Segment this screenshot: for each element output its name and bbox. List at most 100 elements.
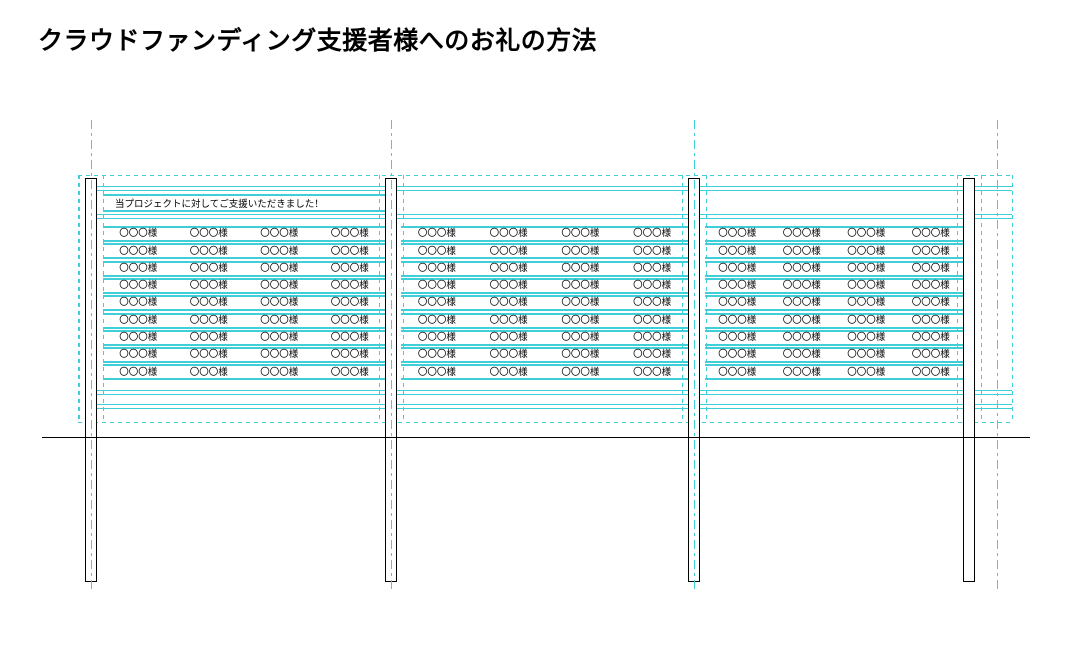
supporter-name-cell: 〇〇〇様 bbox=[417, 228, 456, 240]
post-4-dashed-edge-2 bbox=[981, 175, 982, 422]
supporter-name-cell: 〇〇〇様 bbox=[260, 228, 299, 240]
name-row-rail-top bbox=[705, 243, 963, 246]
supporter-name-cell: 〇〇〇様 bbox=[782, 280, 821, 292]
supporter-name-cell: 〇〇〇様 bbox=[417, 297, 456, 309]
name-row-rail-top bbox=[705, 364, 963, 367]
name-row-rail-bottom bbox=[705, 343, 963, 346]
header-rail-top bbox=[103, 194, 385, 196]
name-row: 〇〇〇様〇〇〇様〇〇〇様〇〇〇様 bbox=[401, 364, 688, 381]
supporter-name-cell: 〇〇〇様 bbox=[633, 349, 672, 361]
supporter-name-cell: 〇〇〇様 bbox=[260, 262, 299, 274]
supporter-name-cell: 〇〇〇様 bbox=[633, 332, 672, 344]
supporter-name-cell: 〇〇〇様 bbox=[489, 262, 528, 274]
post-3-dashed-edge-1 bbox=[682, 175, 683, 422]
supporter-name-cell: 〇〇〇様 bbox=[260, 314, 299, 326]
ground-line bbox=[42, 437, 1030, 439]
supporter-name-cell: 〇〇〇様 bbox=[489, 297, 528, 309]
name-row-rail-top bbox=[103, 226, 385, 228]
signboard-header-band: 当プロジェクトに対してご支援いただきました！ bbox=[103, 194, 385, 212]
supporter-name-cell: 〇〇〇様 bbox=[330, 297, 369, 309]
post-1-dashed-edge-1 bbox=[79, 175, 80, 422]
supporter-name-cell: 〇〇〇様 bbox=[847, 332, 886, 344]
supporter-name-cell: 〇〇〇様 bbox=[561, 245, 600, 257]
supporter-name-cell: 〇〇〇様 bbox=[189, 332, 228, 344]
extent-dashed-vertical-2 bbox=[1012, 175, 1013, 422]
supporter-name-cell: 〇〇〇様 bbox=[847, 366, 886, 378]
supporter-name-cell: 〇〇〇様 bbox=[330, 332, 369, 344]
name-row-rail-bottom bbox=[103, 326, 385, 329]
post-1-dashed-edge-2 bbox=[103, 175, 104, 422]
name-row: 〇〇〇様〇〇〇様〇〇〇様〇〇〇様 bbox=[103, 347, 385, 364]
supporter-name-cell: 〇〇〇様 bbox=[189, 366, 228, 378]
supporter-name-cell: 〇〇〇様 bbox=[260, 245, 299, 257]
name-row-rail-bottom bbox=[401, 257, 688, 260]
name-row: 〇〇〇様〇〇〇様〇〇〇様〇〇〇様 bbox=[103, 295, 385, 312]
extent-dashed-vertical-1 bbox=[78, 175, 79, 422]
name-row-rail-top bbox=[401, 364, 688, 367]
name-row: 〇〇〇様〇〇〇様〇〇〇様〇〇〇様 bbox=[401, 277, 688, 294]
name-row-rail-bottom bbox=[705, 326, 963, 329]
supporter-name-cell: 〇〇〇様 bbox=[260, 280, 299, 292]
name-row: 〇〇〇様〇〇〇様〇〇〇様〇〇〇様 bbox=[401, 347, 688, 364]
supporter-name-cell: 〇〇〇様 bbox=[718, 297, 757, 309]
name-row-rail-bottom bbox=[705, 274, 963, 277]
supporter-name-cell: 〇〇〇様 bbox=[417, 245, 456, 257]
name-row-rail-top bbox=[705, 277, 963, 280]
supporter-name-cell: 〇〇〇様 bbox=[847, 297, 886, 309]
name-row: 〇〇〇様〇〇〇様〇〇〇様〇〇〇様 bbox=[401, 295, 688, 312]
supporter-name-cell: 〇〇〇様 bbox=[718, 262, 757, 274]
name-row-rail-top bbox=[401, 243, 688, 246]
name-row-rail-bottom bbox=[103, 274, 385, 277]
supporter-name-cell: 〇〇〇様 bbox=[633, 366, 672, 378]
name-row: 〇〇〇様〇〇〇様〇〇〇様〇〇〇様 bbox=[103, 243, 385, 260]
name-row-rail-top bbox=[705, 347, 963, 350]
supporter-name-cell: 〇〇〇様 bbox=[847, 314, 886, 326]
name-row: 〇〇〇様〇〇〇様〇〇〇様〇〇〇様 bbox=[103, 329, 385, 346]
name-row-rail-top bbox=[401, 226, 688, 228]
supporter-name-cell: 〇〇〇様 bbox=[718, 366, 757, 378]
board-guide-rail-3 bbox=[91, 214, 1012, 216]
supporter-name-cell: 〇〇〇様 bbox=[633, 228, 672, 240]
name-row-rail-bottom bbox=[705, 240, 963, 242]
board-guide-rail-6 bbox=[91, 394, 1012, 396]
name-row: 〇〇〇様〇〇〇様〇〇〇様〇〇〇様 bbox=[401, 329, 688, 346]
extent-dashed-horizontal-2 bbox=[78, 422, 1012, 423]
name-row: 〇〇〇様〇〇〇様〇〇〇様〇〇〇様 bbox=[103, 277, 385, 294]
name-row-rail-bottom bbox=[103, 240, 385, 242]
name-row-rail-bottom bbox=[705, 378, 963, 381]
board-guide-rail-1 bbox=[91, 186, 1012, 188]
supporter-name-cell: 〇〇〇様 bbox=[782, 262, 821, 274]
name-row: 〇〇〇様〇〇〇様〇〇〇様〇〇〇様 bbox=[103, 364, 385, 381]
name-row-rail-bottom bbox=[705, 257, 963, 260]
name-row-rail-bottom bbox=[401, 343, 688, 346]
supporter-name-cell: 〇〇〇様 bbox=[330, 366, 369, 378]
name-row: 〇〇〇様〇〇〇様〇〇〇様〇〇〇様 bbox=[103, 312, 385, 329]
post-2-dashed-edge-1 bbox=[379, 175, 380, 422]
name-row-rail-bottom bbox=[401, 326, 688, 329]
supporter-name-cell: 〇〇〇様 bbox=[330, 245, 369, 257]
name-row: 〇〇〇様〇〇〇様〇〇〇様〇〇〇様 bbox=[705, 226, 963, 242]
supporter-name-cell: 〇〇〇様 bbox=[782, 314, 821, 326]
name-row-rail-top bbox=[705, 329, 963, 332]
supporter-name-cell: 〇〇〇様 bbox=[633, 280, 672, 292]
name-row-rail-bottom bbox=[401, 361, 688, 364]
supporter-name-cell: 〇〇〇様 bbox=[911, 332, 950, 344]
signboard-header-text: 当プロジェクトに対してご支援いただきました！ bbox=[115, 199, 324, 210]
supporter-name-cell: 〇〇〇様 bbox=[189, 349, 228, 361]
name-row-rail-top bbox=[103, 347, 385, 350]
name-row-rail-top bbox=[401, 295, 688, 298]
name-row-rail-top bbox=[103, 277, 385, 280]
supporter-name-cell: 〇〇〇様 bbox=[330, 314, 369, 326]
name-row-rail-top bbox=[103, 243, 385, 246]
supporter-name-cell: 〇〇〇様 bbox=[417, 332, 456, 344]
board-guide-rail-2 bbox=[91, 190, 1012, 192]
centerline-post-3 bbox=[694, 120, 695, 592]
centerline-post-2 bbox=[391, 120, 392, 592]
name-row: 〇〇〇様〇〇〇様〇〇〇様〇〇〇様 bbox=[705, 329, 963, 346]
board-guide-rail-8 bbox=[91, 408, 1012, 410]
supporter-name-cell: 〇〇〇様 bbox=[119, 245, 158, 257]
name-row-rail-top bbox=[103, 312, 385, 315]
supporter-name-cell: 〇〇〇様 bbox=[911, 262, 950, 274]
supporter-name-cell: 〇〇〇様 bbox=[911, 314, 950, 326]
page-title: クラウドファンディング支援者様へのお礼の方法 bbox=[38, 27, 598, 55]
